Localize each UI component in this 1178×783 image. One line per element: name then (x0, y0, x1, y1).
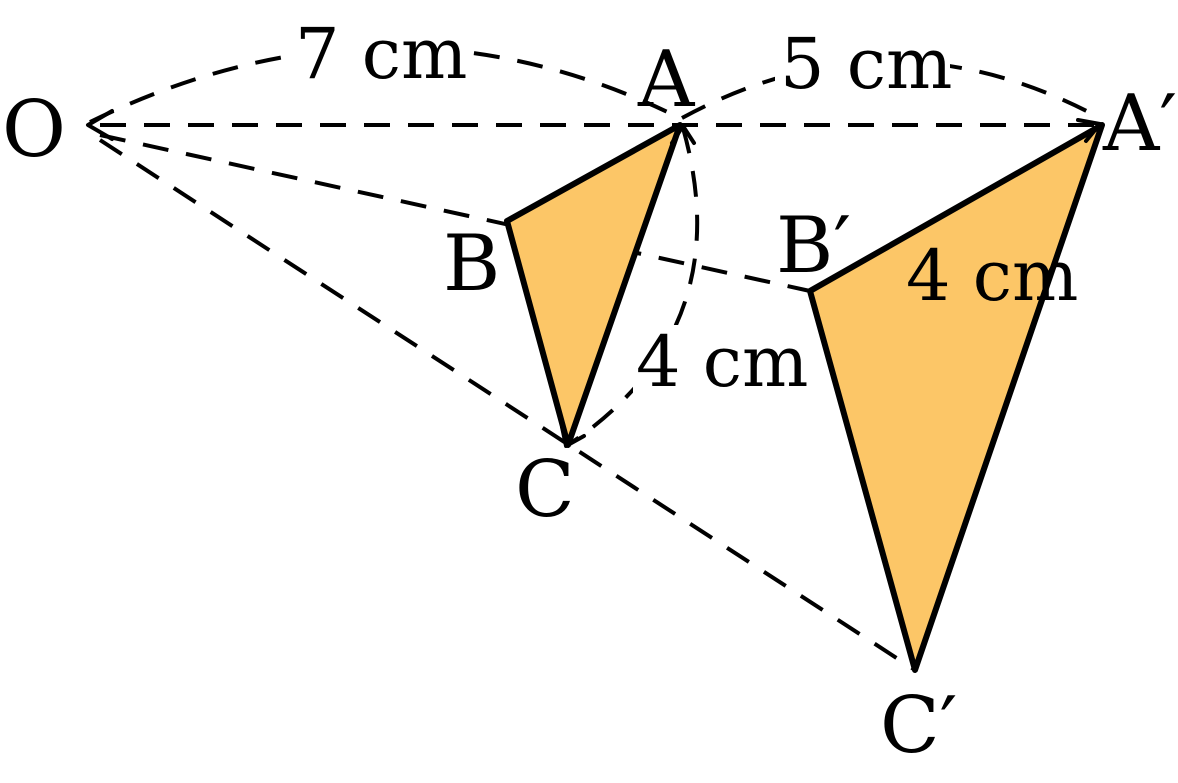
measure-aa-prime-bg (775, 22, 950, 90)
arrow-head-at-a-prime (1076, 118, 1102, 143)
label-point-c-prime: C′ (880, 681, 957, 771)
ray-o-b-prime (99, 133, 811, 293)
label-point-b: B (443, 219, 500, 309)
ray-o-c-prime (98, 138, 917, 672)
label-point-b-prime: B′ (776, 201, 851, 291)
measure-oa: 7 cm (295, 13, 467, 95)
measure-aa-prime: 5 cm (780, 23, 952, 105)
arrow-head-at-c (560, 425, 586, 448)
arc-a-a-prime (681, 59, 1101, 120)
arc-a-c (566, 127, 700, 447)
label-point-o: O (2, 85, 66, 175)
label-point-a: A (637, 35, 696, 125)
arrow-head-at-a (670, 124, 696, 145)
measure-oa-bg (290, 20, 465, 88)
measure-bb-prime: 4 cm (906, 235, 1078, 317)
arrow-head-at-o (86, 109, 114, 141)
measure-ac: 4 cm (636, 321, 808, 403)
label-point-c: C (515, 445, 575, 535)
triangle-a-prime-b-prime-c-prime (807, 122, 1105, 673)
triangle-abc (504, 122, 683, 448)
measure-ac-bg (633, 325, 808, 393)
label-point-a-prime: A′ (1102, 79, 1177, 169)
